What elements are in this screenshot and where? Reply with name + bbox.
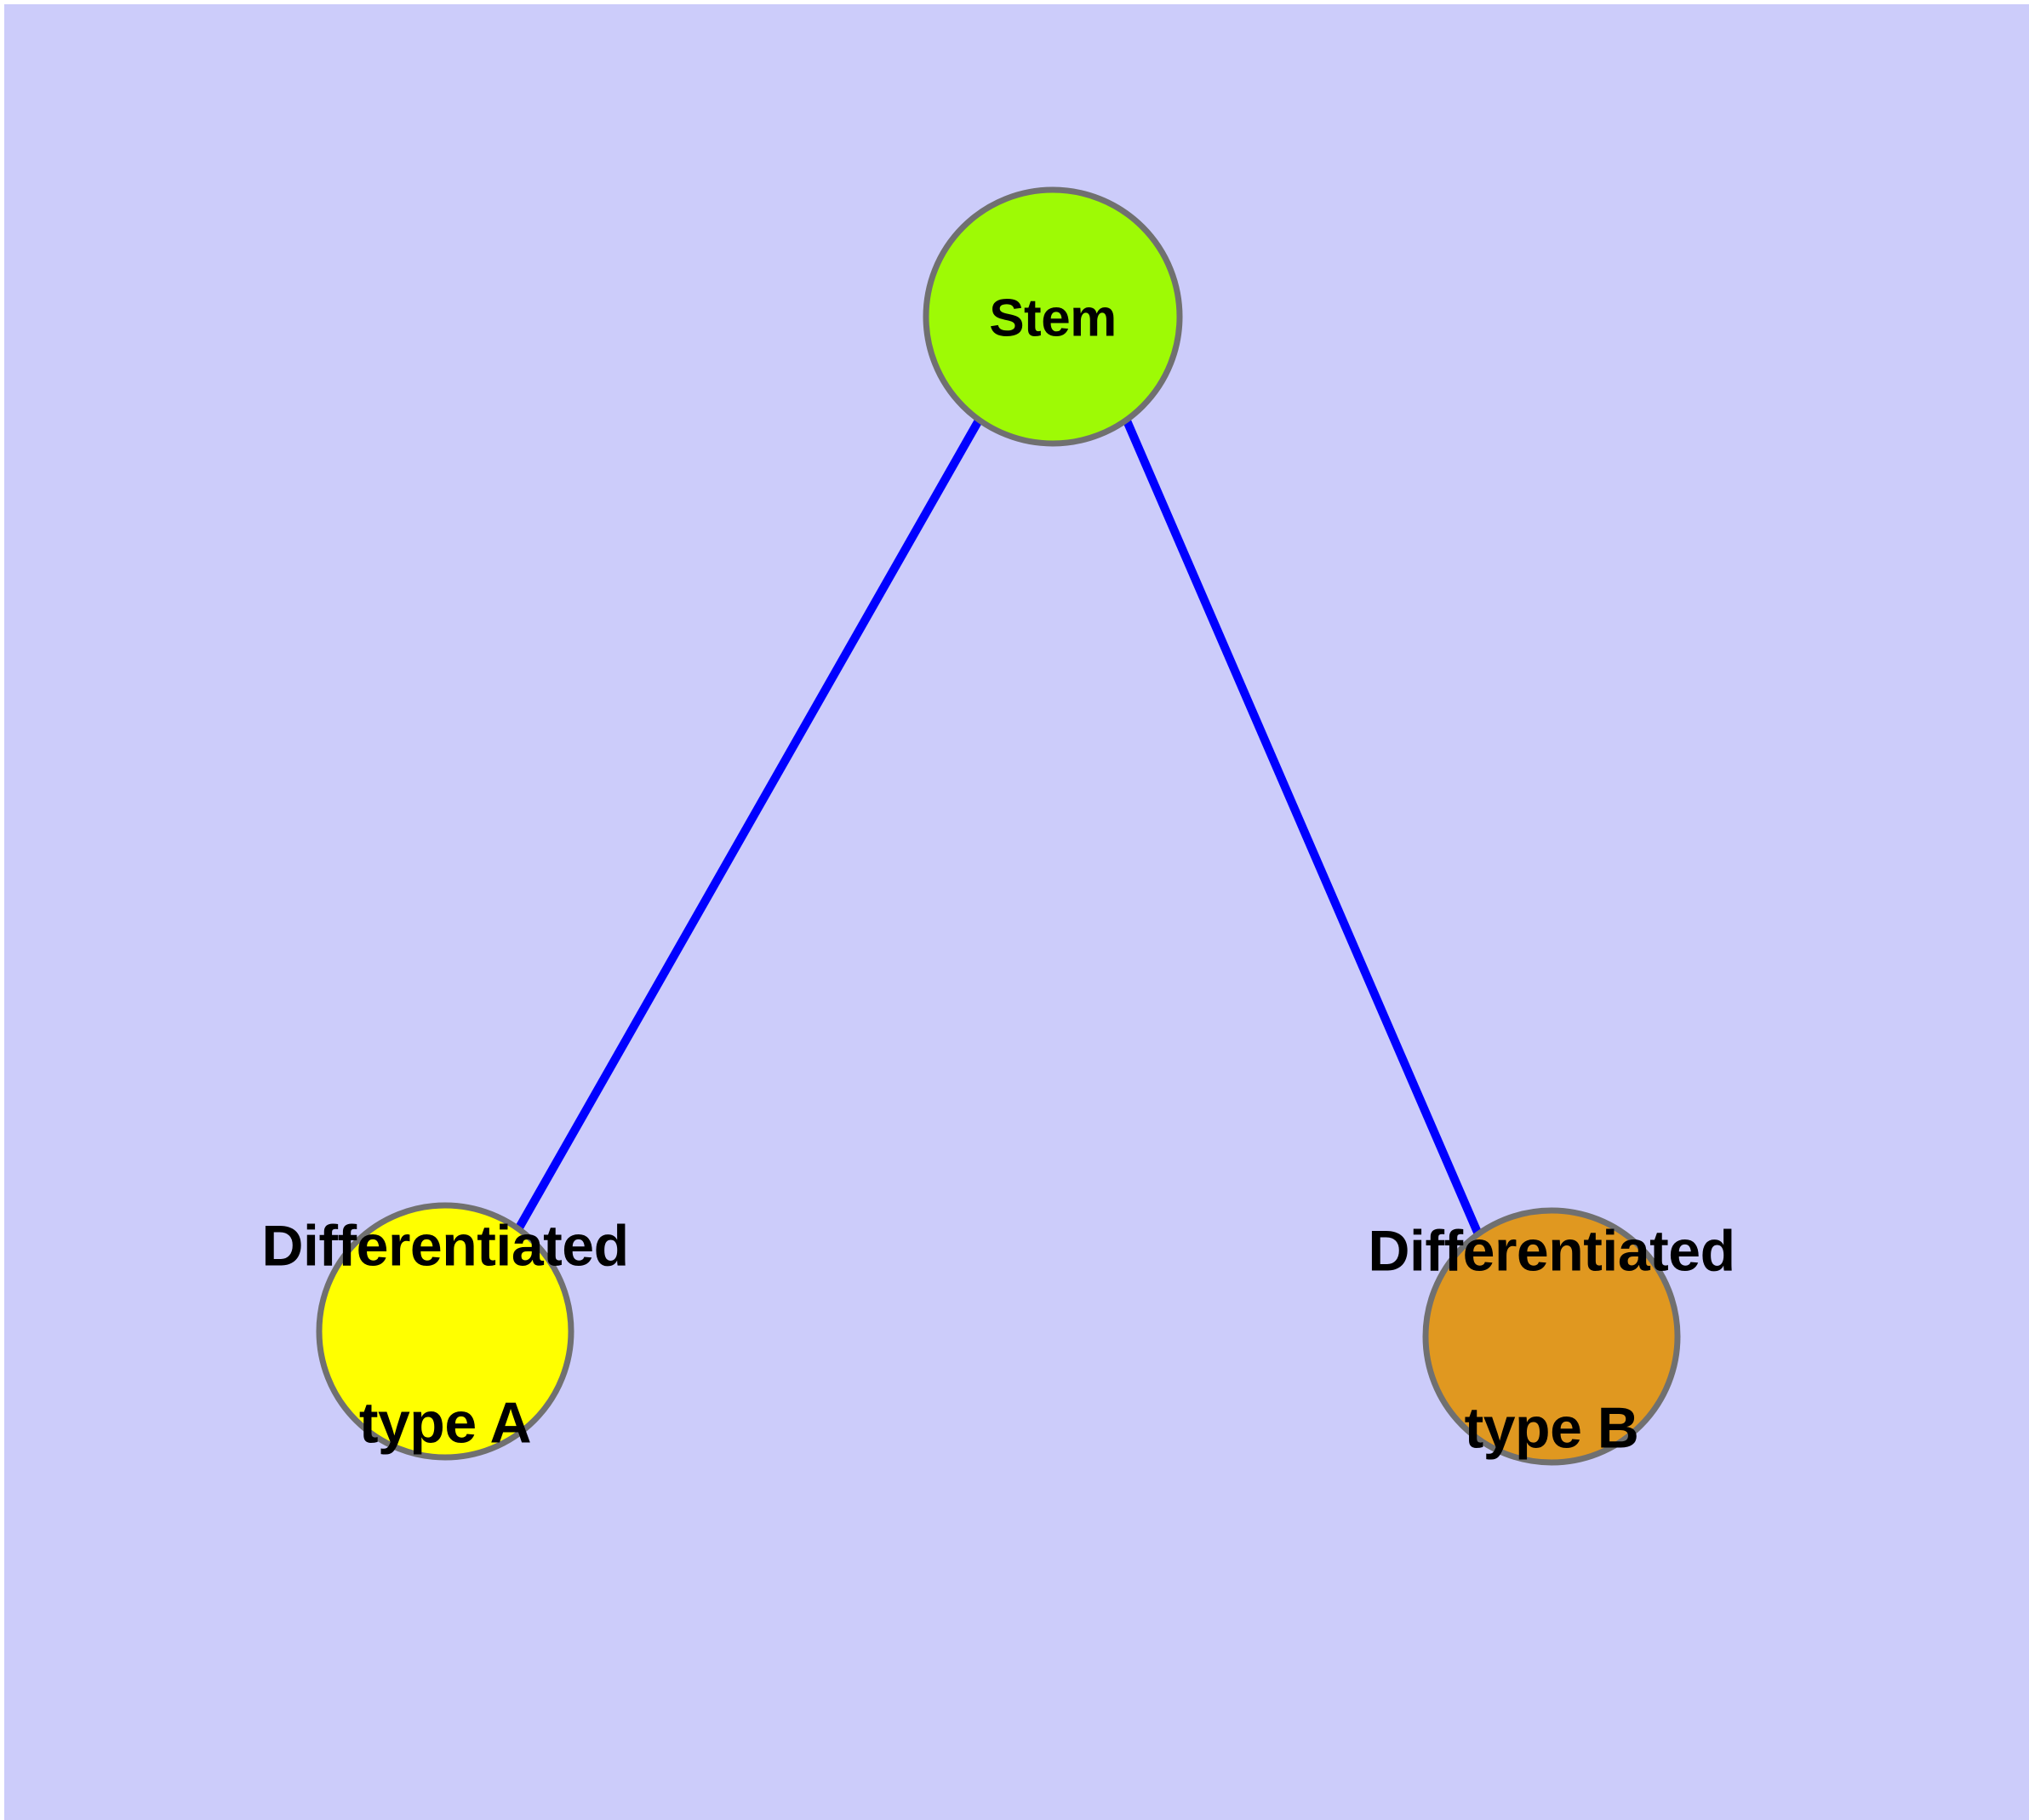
node-diff-a[interactable] xyxy=(316,1202,574,1461)
edge-stem-to-diff-a[interactable] xyxy=(514,416,984,1232)
node-layer xyxy=(316,186,1681,1466)
edge-layer xyxy=(514,416,1483,1236)
node-stem[interactable] xyxy=(923,186,1183,447)
edge-stem-to-diff-b[interactable] xyxy=(1122,417,1483,1236)
node-diff-b[interactable] xyxy=(1422,1207,1681,1466)
